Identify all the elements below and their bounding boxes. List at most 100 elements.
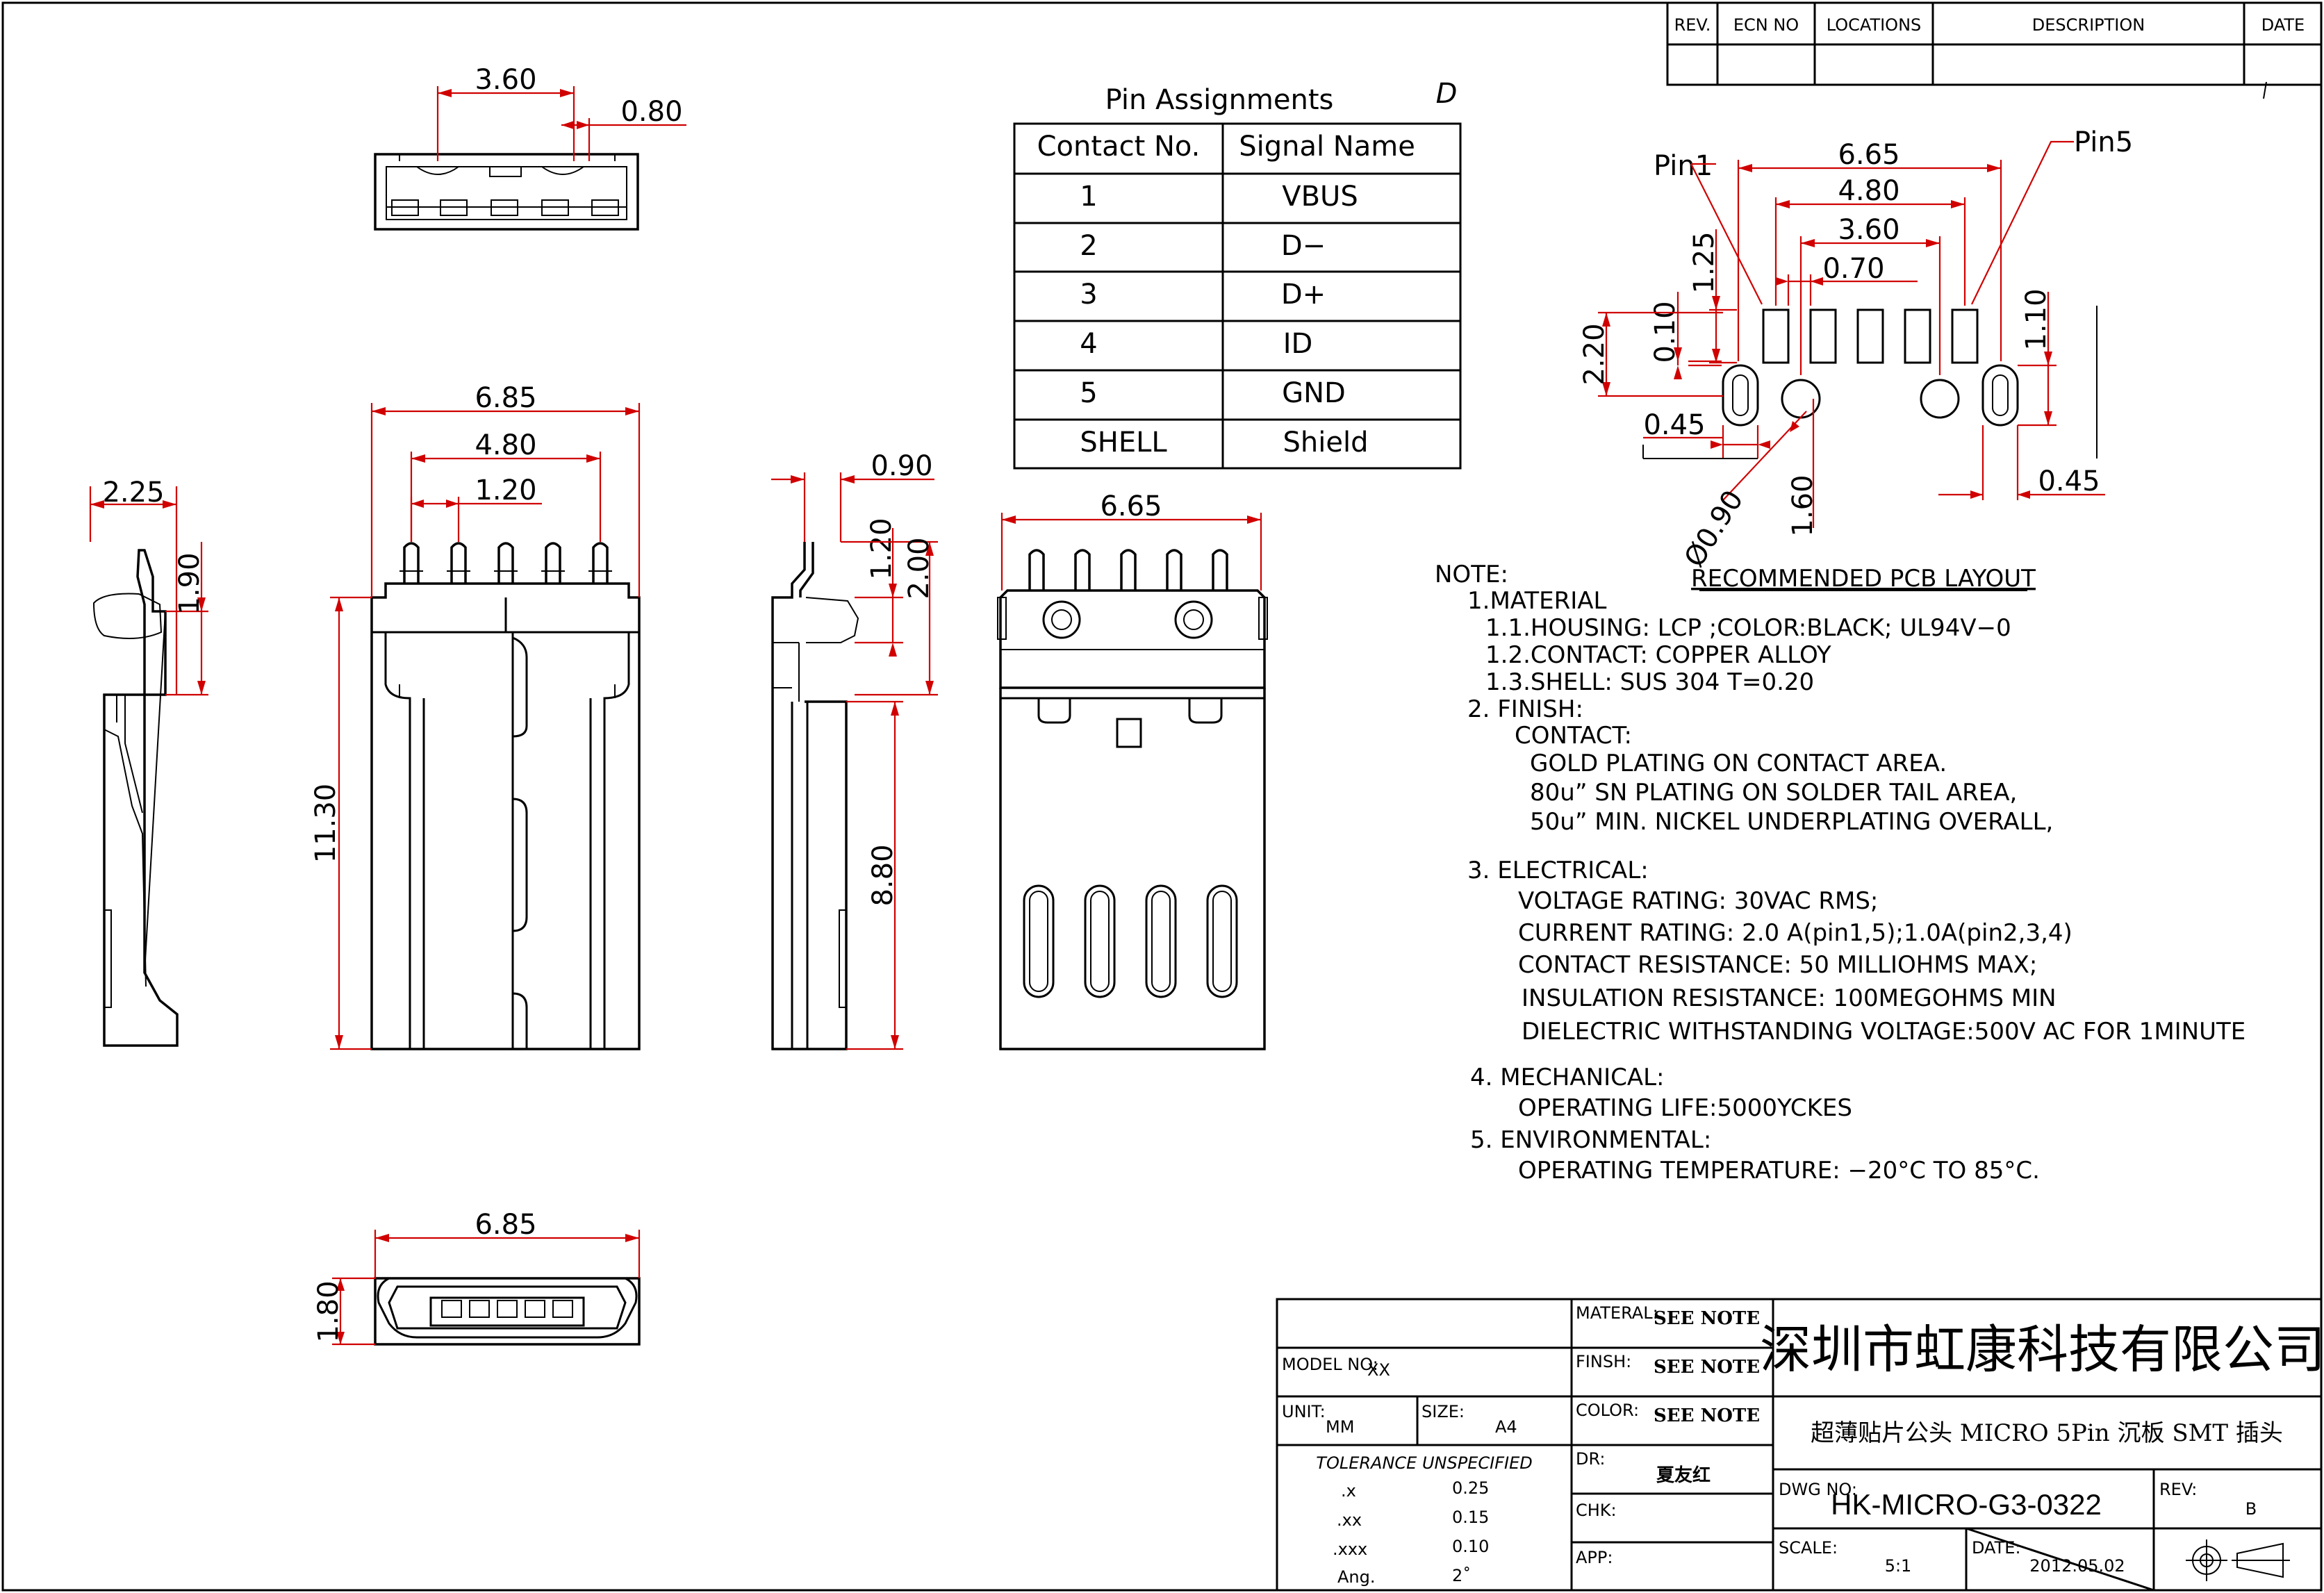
drawn-by-value: 夏友红 xyxy=(1656,1464,1711,1486)
date-label: DATE: xyxy=(1972,1538,2021,1558)
note-line: 50u” MIN. NICKEL UNDERPLATING OVERALL, xyxy=(1530,808,2053,836)
pin-table-col-signal: Signal Name xyxy=(1239,131,1415,163)
model-no-value: XX xyxy=(1367,1360,1390,1380)
revision-block: REV. ECN NO LOCATIONS DESCRIPTION DATE xyxy=(1666,1,2323,99)
note-line: CURRENT RATING: 2.0 A(pin1,5);1.0A(pin2,… xyxy=(1518,919,2072,947)
pcb-layout-title: RECOMMENDED PCB LAYOUT xyxy=(1691,565,2036,593)
part-description: 超薄贴片公头 MICRO 5Pin 沉板 SMT 插头 xyxy=(1811,1419,2283,1447)
tolerance-value: 0.25 xyxy=(1452,1478,1489,1498)
dim-side-right-8-80: 8.80 xyxy=(867,844,899,906)
dim-front-1-20: 1.20 xyxy=(475,474,536,506)
pcb-dim-1-60: 1.60 xyxy=(1787,474,1819,536)
tolerance-key: .x xyxy=(1341,1481,1356,1501)
size-value: A4 xyxy=(1495,1417,1517,1437)
pin-table-contact: 4 xyxy=(1080,328,1097,360)
note-line: GOLD PLATING ON CONTACT AREA. xyxy=(1530,750,1947,777)
dim-front-6-85: 6.85 xyxy=(475,382,536,414)
note-line: 1.1.HOUSING: LCP ;COLOR:BLACK; UL94V−0 xyxy=(1485,614,2011,642)
pin-table-signal: Shield xyxy=(1283,427,1369,459)
projection-symbol-icon xyxy=(2186,1540,2290,1581)
rev-header-locations: LOCATIONS xyxy=(1827,15,1922,35)
note-line: 1.2.CONTACT: COPPER ALLOY xyxy=(1485,641,1831,669)
pin-table-rev-mark: D xyxy=(1436,78,1458,110)
color-label: COLOR: xyxy=(1576,1401,1639,1420)
notes-heading: NOTE: xyxy=(1435,561,1508,588)
pcb-pin5-label: Pin5 xyxy=(2074,126,2133,158)
finish-label: FINSH: xyxy=(1576,1352,1631,1371)
tolerance-value: 0.10 xyxy=(1452,1537,1489,1556)
pcb-dim-0-45-left: 0.45 xyxy=(1643,409,1705,441)
pcb-dim-dia-0-90: Ø0.90 xyxy=(1679,485,1750,573)
pcb-dim-2-20: 2.20 xyxy=(1579,323,1610,385)
rear-view: 6.65 xyxy=(997,490,1268,1050)
pin-table-signal: ID xyxy=(1283,328,1313,360)
note-line: DIELECTRIC WITHSTANDING VOLTAGE:500V AC … xyxy=(1522,1018,2245,1046)
unit-label: UNIT: xyxy=(1282,1402,1326,1421)
note-line: OPERATING LIFE:5000YCKES xyxy=(1518,1094,1852,1122)
rev-header-rev: REV. xyxy=(1674,15,1711,35)
note-line: CONTACT: xyxy=(1515,722,1632,750)
dim-side-left-1-90: 1.90 xyxy=(174,552,206,614)
rev-header-date: DATE xyxy=(2261,15,2305,35)
rev-label: REV: xyxy=(2159,1480,2197,1499)
title-block: MODEL NO: XX UNIT: MM SIZE: A4 TOLERANCE… xyxy=(1276,1298,2324,1592)
date-value: 2012.05.02 xyxy=(2029,1556,2125,1576)
rev-header-description: DESCRIPTION xyxy=(2032,15,2145,35)
side-view-right: 0.90 1.20 2.00 8.80 xyxy=(771,450,938,1050)
model-no-label: MODEL NO: xyxy=(1282,1355,1378,1374)
front-view: 6.85 4.80 1.20 11.30 xyxy=(310,382,641,1050)
note-line: 80u” SN PLATING ON SOLDER TAIL AREA, xyxy=(1530,779,2017,807)
tolerance-key: Ang. xyxy=(1337,1567,1376,1587)
side-view-left: 2.25 1.90 xyxy=(89,477,208,1047)
rev-value: B xyxy=(2245,1499,2257,1519)
note-line: VOLTAGE RATING: 30VAC RMS; xyxy=(1518,887,1878,915)
pcb-pin1-label: Pin1 xyxy=(1654,150,1713,182)
pcb-dim-1-25: 1.25 xyxy=(1688,231,1720,293)
note-line: 4. MECHANICAL: xyxy=(1470,1064,1665,1091)
dim-side-right-0-90: 0.90 xyxy=(871,450,932,482)
pcb-layout: Pin1 Pin5 6.65 4.80 3.60 0.70 xyxy=(1579,126,2133,593)
pin-table-signal: VBUS xyxy=(1282,181,1358,213)
material-value: SEE NOTE xyxy=(1654,1308,1760,1329)
pcb-dim-0-10: 0.10 xyxy=(1649,301,1681,363)
pin-table-signal: GND xyxy=(1282,377,1346,409)
dim-side-right-2-00: 2.00 xyxy=(903,537,935,599)
rev-header-ecn: ECN NO xyxy=(1733,15,1799,35)
pin-table-signal: D+ xyxy=(1281,279,1326,311)
tolerance-value: 2˚ xyxy=(1452,1566,1471,1585)
dim-front-11-30: 11.30 xyxy=(310,784,342,864)
tolerance-title: TOLERANCE UNSPECIFIED xyxy=(1316,1453,1532,1473)
approved-by-label: APP: xyxy=(1576,1548,1613,1567)
pcb-dim-3-60: 3.60 xyxy=(1838,214,1899,246)
pin-table-title: Pin Assignments xyxy=(1105,84,1334,116)
pcb-dim-6-65: 6.65 xyxy=(1838,139,1899,171)
tolerance-value: 0.15 xyxy=(1452,1508,1489,1527)
checked-by-label: CHK: xyxy=(1576,1501,1617,1520)
note-line: INSULATION RESISTANCE: 100MEGOHMS MIN xyxy=(1522,984,2057,1012)
top-view: 3.60 0.80 xyxy=(374,64,686,231)
note-line: CONTACT RESISTANCE: 50 MILLIOHMS MAX; xyxy=(1518,951,2037,979)
dim-top-3-60: 3.60 xyxy=(475,64,536,96)
dim-side-left-2-25: 2.25 xyxy=(102,477,164,509)
finish-value: SEE NOTE xyxy=(1654,1357,1760,1378)
note-line: OPERATING TEMPERATURE: −20°C TO 85°C. xyxy=(1518,1157,2040,1185)
unit-value: MM xyxy=(1326,1417,1354,1437)
pin-table-contact: 2 xyxy=(1080,230,1097,262)
bottom-view: 6.85 1.80 xyxy=(313,1209,641,1346)
pin-table-contact: 3 xyxy=(1080,279,1097,311)
dwg-no-label: DWG NO: xyxy=(1779,1480,1857,1499)
pcb-dim-1-10: 1.10 xyxy=(2020,288,2052,350)
tolerance-key: .xx xyxy=(1337,1510,1362,1530)
company-name: 深圳市虹康科技有限公司 xyxy=(1760,1320,2324,1380)
material-label: MATERAL: xyxy=(1576,1303,1658,1323)
size-label: SIZE: xyxy=(1421,1402,1465,1421)
dim-bottom-6-85: 6.85 xyxy=(475,1209,536,1241)
pcb-dim-0-45-right: 0.45 xyxy=(2038,465,2100,497)
pin-table-contact: 1 xyxy=(1080,181,1097,213)
pin-table-signal: D− xyxy=(1281,230,1326,262)
dim-bottom-1-80: 1.80 xyxy=(313,1280,345,1342)
tolerance-key: .xxx xyxy=(1333,1540,1367,1559)
drawn-by-label: DR: xyxy=(1576,1449,1606,1469)
